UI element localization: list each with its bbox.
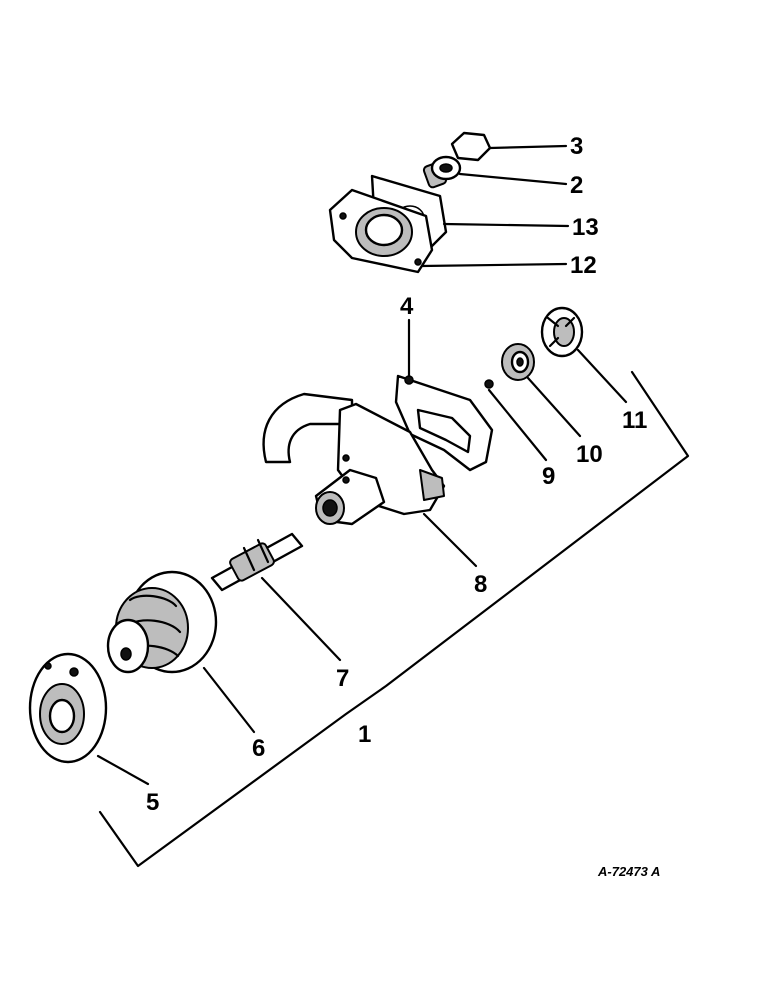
part-7-shaft xyxy=(210,532,304,592)
callout-1: 1 xyxy=(358,721,371,748)
leader-lines xyxy=(96,144,690,868)
callout-2: 2 xyxy=(570,172,583,199)
callout-7: 7 xyxy=(336,665,349,692)
figure-reference-code: A-72473 A xyxy=(597,864,660,879)
callout-9: 9 xyxy=(542,463,555,490)
callout-11: 11 xyxy=(622,407,647,434)
part-8-pump-body xyxy=(262,392,446,526)
part-6-pulley xyxy=(106,570,218,674)
callout-13: 13 xyxy=(572,214,599,241)
part-9-ball xyxy=(484,379,494,389)
callout-4: 4 xyxy=(400,293,414,320)
callout-3: 3 xyxy=(570,133,583,160)
part-2-plug xyxy=(422,155,462,189)
part-12-thermostat-housing xyxy=(328,188,434,274)
part-11-impeller xyxy=(540,306,584,358)
callout-5: 5 xyxy=(146,789,159,816)
callout-10: 10 xyxy=(576,441,603,468)
callout-12: 12 xyxy=(570,252,597,279)
part-3-hex-cap xyxy=(450,131,492,162)
callout-labels: 3 2 13 12 4 11 10 9 8 7 1 6 5 xyxy=(146,133,647,816)
callout-6: 6 xyxy=(252,735,265,762)
part-4-gasket xyxy=(394,374,494,472)
callout-8: 8 xyxy=(474,571,487,598)
part-10-seal xyxy=(501,343,535,381)
part-5-hub-flange xyxy=(28,652,108,764)
